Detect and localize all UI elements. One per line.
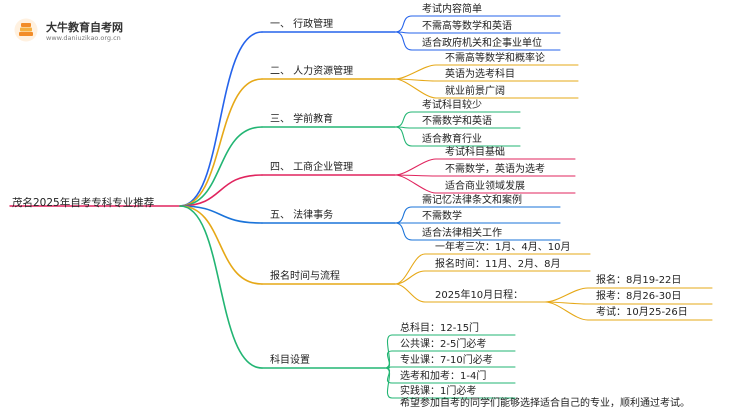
book-stack-logo-icon	[14, 18, 38, 42]
schedule-1: 报名：8月19-22日	[596, 275, 682, 286]
schedule-3-connector	[544, 301, 589, 321]
branch-4-label: 四、 工商企业管理	[270, 162, 354, 173]
leaf-2-1: 不需高等数学和概率论	[445, 53, 545, 64]
leaf-3-1: 考试科目较少	[422, 100, 482, 111]
leaf-1-1: 考试内容简单	[422, 4, 482, 15]
leaf-7-1: 总科目：12-15门	[400, 323, 480, 334]
leaf-3-3: 适合教育行业	[422, 134, 482, 145]
branch-6-connector	[179, 205, 263, 285]
leaf-1-3-connector	[394, 31, 413, 51]
leaf-5-3: 适合法律相关工作	[422, 228, 502, 239]
logo-name: 大牛教育自考网	[46, 21, 123, 34]
branch-5-label: 五、 法律事务	[270, 210, 334, 221]
leaf-2-3-connector	[394, 78, 437, 99]
branch-2-label: 二、 人力资源管理	[270, 66, 354, 77]
leaf-4-1-connector	[394, 158, 437, 176]
branch-3-label: 三、 学前教育	[270, 114, 334, 125]
leaf-1-3: 适合政府机关和企事业单位	[422, 38, 542, 49]
leaf-5-1: 需记忆法律条文和案例	[422, 195, 522, 206]
branch-7-label: 科目设置	[270, 355, 310, 366]
leaf-4-2-connector	[394, 174, 437, 177]
leaf-5-1-connector	[394, 206, 413, 224]
leaf-7-4: 选考和加考：1-4门	[400, 371, 487, 382]
branch-5-connector	[179, 205, 263, 224]
leaf-1-2: 不需高等数学和英语	[422, 21, 512, 32]
leaf-6-1-connector	[394, 253, 426, 285]
leaf-7-5: 实践课：1门必考	[400, 386, 477, 397]
branch-1-label: 一、 行政管理	[270, 19, 334, 30]
leaf-5-2: 不需数学	[422, 211, 462, 222]
leaf-2-3: 就业前景广阔	[445, 86, 505, 97]
leaf-2-1-connector	[394, 64, 437, 80]
leaf-3-2: 不需数学和英语	[422, 116, 492, 127]
schedule-2: 报考：8月26-30日	[596, 291, 682, 302]
leaf-4-2: 不需数学，英语为选考	[445, 164, 545, 175]
branch-2-connector	[179, 78, 263, 207]
branch-1-connector	[179, 31, 263, 207]
leaf-6-2-connector	[394, 270, 426, 285]
leaf-2-2: 英语为选考科目	[445, 69, 515, 80]
logo-url: www.daniuzikao.org.cn	[46, 34, 121, 42]
leaf-7-5-connector	[384, 367, 393, 399]
branch-4-connector	[179, 174, 263, 207]
schedule-1-connector	[544, 287, 589, 303]
leaf-7-3: 专业课：7-10门必考	[400, 355, 493, 366]
branch-6-label: 报名时间与流程	[270, 271, 340, 282]
leaf-6-3: 2025年10月日程：	[435, 290, 524, 301]
leaf-3-1-connector	[394, 111, 413, 128]
leaf-7-2: 公共课：2-5门必考	[400, 339, 487, 350]
branch-7-connector	[179, 205, 263, 369]
site-logo: 大牛教育自考网 www.daniuzikao.org.cn	[14, 16, 134, 46]
schedule-3: 考试：10月25-26日	[596, 307, 688, 318]
root-topic: 茂名2025年自考专科专业推荐	[12, 197, 155, 209]
leaf-4-1: 考试科目基础	[445, 147, 505, 158]
leaf-4-3: 适合商业领域发展	[445, 181, 525, 192]
leaf-6-3-connector	[394, 283, 426, 303]
leaf-6-2: 报名时间：11月、2月、8月	[435, 259, 561, 270]
leaf-1-1-connector	[394, 15, 413, 33]
leaf-6-1: 一年考三次：1月、4月、10月	[435, 242, 571, 253]
footer-note: 希望参加自考的同学们能够选择适合自己的专业，顺利通过考试。	[400, 398, 690, 409]
leaf-5-3-connector	[394, 222, 413, 241]
leaf-3-3-connector	[394, 126, 413, 147]
leaf-4-3-connector	[394, 174, 437, 194]
branch-3-connector	[179, 126, 263, 207]
